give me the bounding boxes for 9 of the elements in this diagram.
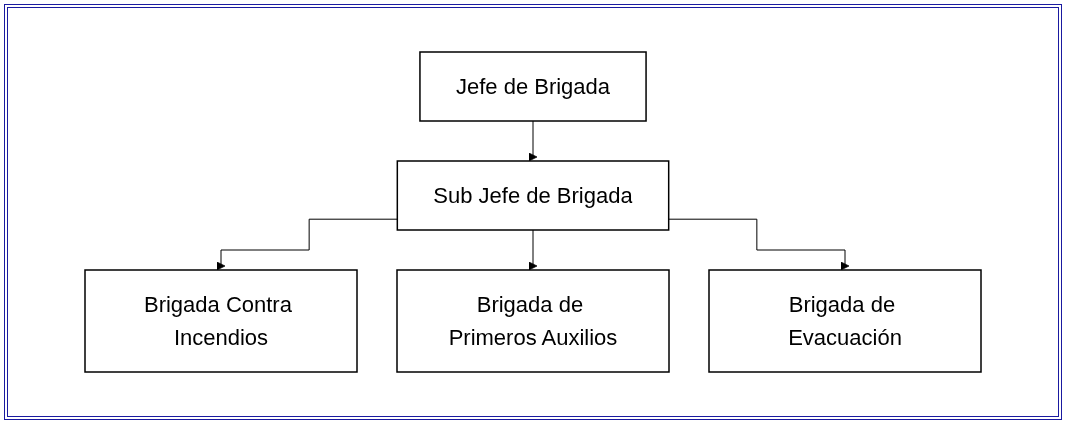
node-box: Sub Jefe de Brigada [396, 160, 670, 231]
arrow [668, 218, 850, 271]
node-box: Brigada de Primeros Auxilios [396, 269, 670, 373]
arrow [528, 229, 538, 271]
arrow [528, 120, 538, 162]
arrow [216, 218, 398, 271]
node-box: Brigada de Evacuación [708, 269, 982, 373]
node-box: Jefe de Brigada [419, 51, 647, 122]
node-box: Brigada Contra Incendios [84, 269, 358, 373]
